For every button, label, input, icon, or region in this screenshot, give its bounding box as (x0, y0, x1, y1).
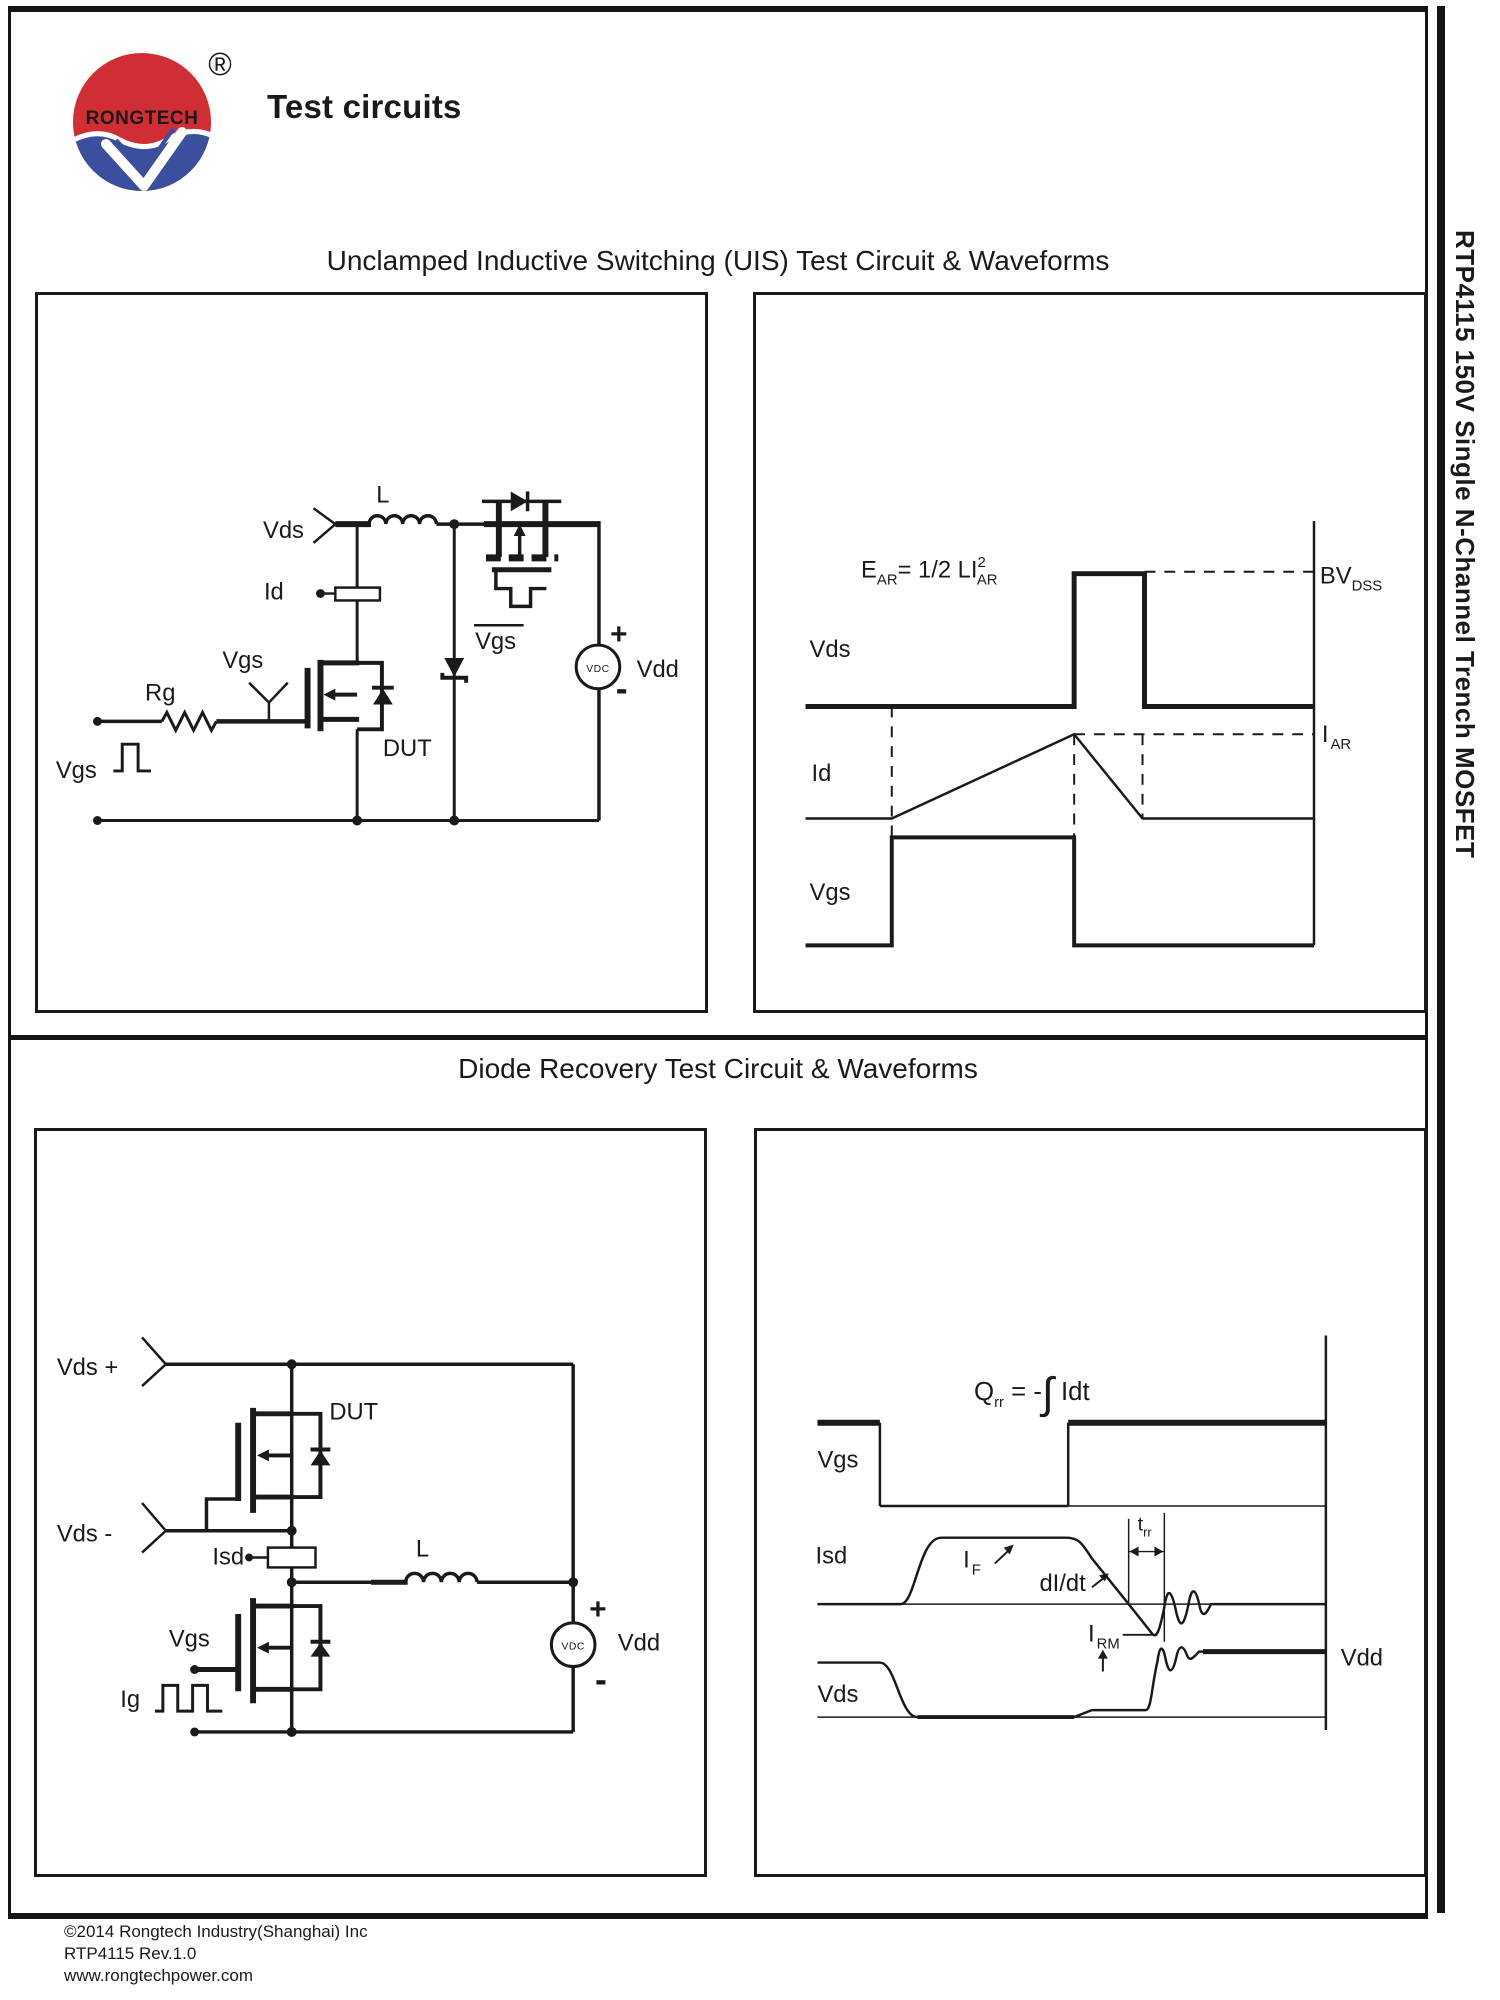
dut-label: DUT (329, 1399, 378, 1426)
vdc-label: VDC (586, 664, 609, 675)
minus-sign: - (595, 1659, 607, 1699)
vds-label: Vds (810, 636, 851, 663)
vgs-pulse-glyph (113, 742, 151, 773)
registered-mark: ® (208, 46, 232, 82)
rg-label: Rg (145, 680, 175, 707)
vds-trace (805, 571, 1314, 709)
vdc-source: VDC (574, 643, 622, 691)
vgs-label: Vgs (222, 647, 263, 674)
vds-trace (817, 1646, 1326, 1719)
gate-pulse-glyph (494, 569, 547, 609)
sidebar-part-title: RTP4115 150V Single N-Channel Trench MOS… (1450, 230, 1480, 859)
l-label: L (376, 481, 389, 508)
uis-section-title: Unclamped Inductive Switching (UIS) Test… (326, 245, 1110, 276)
dut-label: DUT (383, 735, 432, 762)
rongtech-logo: RONGTECH ® (68, 40, 243, 205)
inductor-coil (403, 1571, 479, 1583)
lower-mosfet (235, 1598, 331, 1704)
diode-section-title: Diode Recovery Test Circuit & Waveforms (458, 1053, 978, 1084)
plus-sign: + (589, 1593, 606, 1626)
vds-probe-icon (312, 507, 337, 544)
footer-copyright: ©2014 Rongtech Industry(Shanghai) Inc (64, 1922, 368, 1941)
body-diode-icon (310, 1642, 331, 1657)
vgs-label: Vgs (169, 1626, 210, 1653)
vgs-label: Vgs (810, 879, 851, 906)
vds-minus-probe-icon (141, 1502, 167, 1554)
vdc-source: VDC (549, 1621, 597, 1669)
arrowheads (1003, 1544, 1164, 1659)
uis-wires (97, 514, 601, 822)
dashed-guides (890, 570, 1314, 838)
junction-dots (93, 519, 460, 826)
vgs-label: Vgs (817, 1446, 858, 1473)
footer: ©2014 Rongtech Industry(Shanghai) Inc RT… (64, 1921, 368, 1987)
schottky-diode-icon (440, 657, 469, 683)
vgs-pulse-label: Vgs (56, 757, 97, 784)
junction-dots (190, 1359, 579, 1737)
vdd-label: Vdd (637, 656, 679, 683)
page-title: Test circuits (267, 88, 462, 125)
trr-label: trr (1138, 1514, 1153, 1540)
body-diode-icon (372, 688, 393, 705)
qrr-formula: Qrr = -∫ Idt (974, 1370, 1090, 1418)
l-label: L (416, 1536, 429, 1563)
isd-trace (817, 1536, 1326, 1637)
vds-minus-label: Vds - (57, 1521, 112, 1548)
body-diode-icon (310, 1450, 331, 1466)
id-label: Id (264, 578, 284, 605)
ig-label: Ig (120, 1686, 140, 1713)
vds-plus-probe-icon (141, 1336, 167, 1387)
footer-revision: RTP4115 Rev.1.0 (64, 1944, 197, 1963)
inductor-coil (367, 514, 439, 525)
id-sense-shunt (315, 586, 382, 602)
section-divider (8, 1035, 1428, 1040)
isd-label: Isd (212, 1543, 244, 1570)
plus-sign: + (610, 618, 627, 651)
vdd-label: Vdd (618, 1630, 660, 1657)
vds-label: Vds (817, 1681, 858, 1708)
uis-circuit-panel: VDC Vds L Id Vgs Rg DUT Vgs + - Vdd Vgs (35, 292, 708, 1013)
right-border-bar (1437, 6, 1445, 1913)
id-label: Id (812, 760, 832, 787)
minus-sign: - (616, 669, 628, 709)
vgs-trace (805, 835, 1314, 948)
ig-pulse-glyph (154, 1683, 223, 1713)
clamp-diode-icon (510, 491, 528, 512)
vdc-label: VDC (561, 1642, 584, 1653)
vgs-trace (878, 1422, 1070, 1508)
rg-resistor (160, 709, 218, 734)
bvdss-label: BVDSS (1320, 563, 1382, 595)
vds-label: Vds (263, 517, 304, 544)
logo-text: RONGTECH (86, 108, 199, 129)
id-trace (805, 732, 1314, 820)
vgs-bar-label: Vgs (475, 628, 516, 655)
vdd-label: Vdd (1341, 1645, 1383, 1672)
isd-sense-shunt (245, 1546, 317, 1569)
vds-plus-label: Vds + (57, 1354, 118, 1381)
clamp-fet (482, 491, 562, 609)
isd-label: Isd (815, 1542, 847, 1569)
dut-mosfet (235, 1407, 331, 1513)
vgs-probe-icon (248, 681, 289, 722)
footer-website: www.rongtechpower.com (64, 1966, 253, 1985)
diode-circuit-panel: VDC Vds + DUT Vds - Isd L Vgs Ig + - Vdd (34, 1128, 707, 1877)
dut-mosfet (304, 659, 394, 732)
didt-label: dI/dt (1039, 1570, 1086, 1597)
